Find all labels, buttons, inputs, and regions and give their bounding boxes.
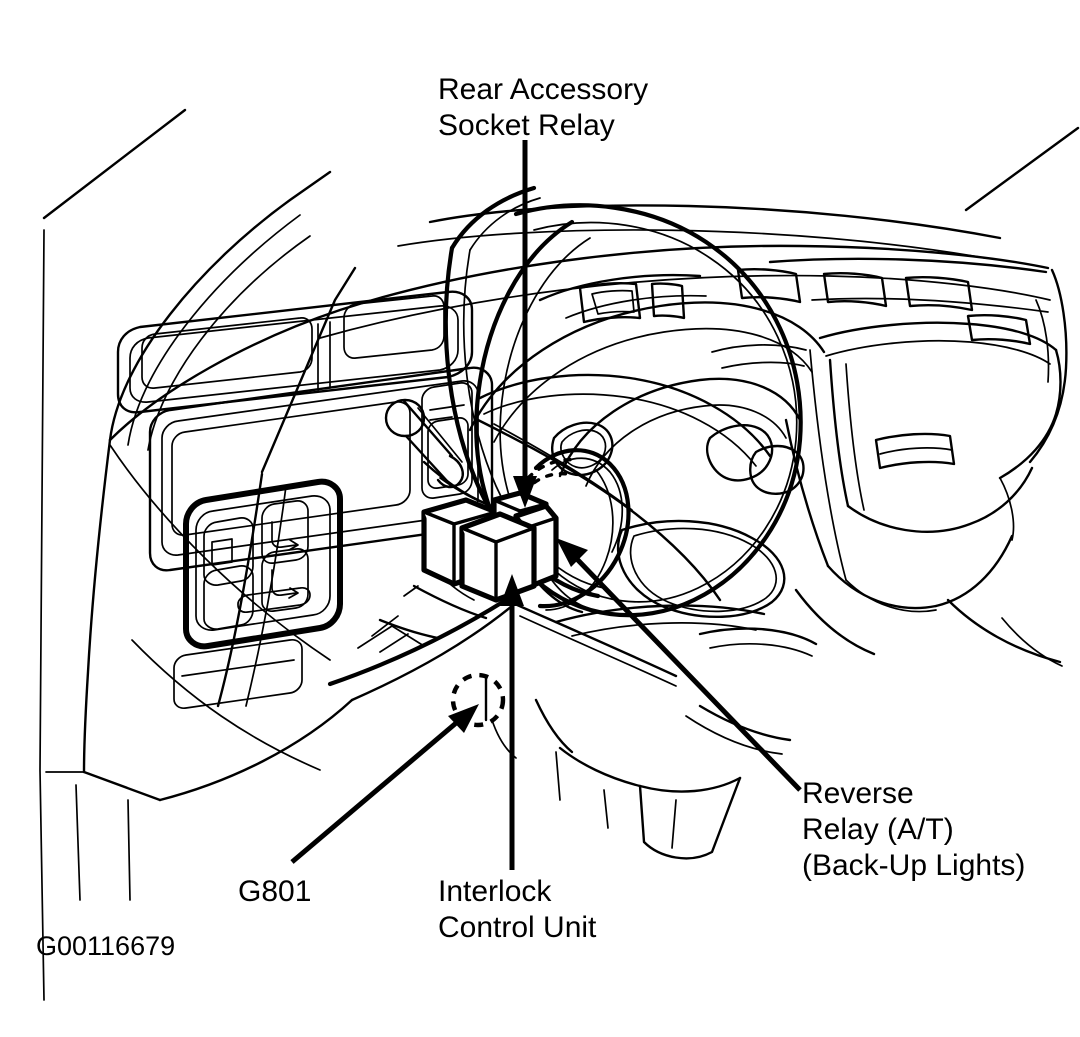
label-rear-accessory-socket-relay: Rear Accessory Socket Relay — [438, 73, 649, 142]
label-reverse-relay: Reverse Relay (A/T) (Back-Up Lights) — [802, 777, 1026, 882]
callout-interlock-control-unit — [500, 574, 524, 870]
driver-side-air-vent — [116, 290, 474, 414]
relay-cluster — [421, 490, 559, 603]
callout-reverse-relay — [556, 538, 802, 792]
windshield-pillar — [42, 108, 1080, 474]
figure-id-code: G00116679 — [36, 931, 176, 961]
relay-box-center — [459, 511, 537, 603]
lower-dash-knee-panel — [327, 565, 517, 759]
callout-rear-accessory-socket-relay — [513, 140, 537, 508]
power-window-switch-panel — [173, 478, 343, 709]
steering-wheel — [443, 185, 818, 657]
glove-box — [784, 314, 1063, 667]
label-interlock-control-unit: Interlock Control Unit — [438, 875, 597, 944]
label-g801: G801 — [238, 875, 312, 908]
center-console — [504, 598, 792, 860]
callout-g801 — [290, 704, 479, 864]
ground-point-g801 — [450, 672, 506, 728]
dashboard-upper-surface — [108, 244, 1068, 464]
